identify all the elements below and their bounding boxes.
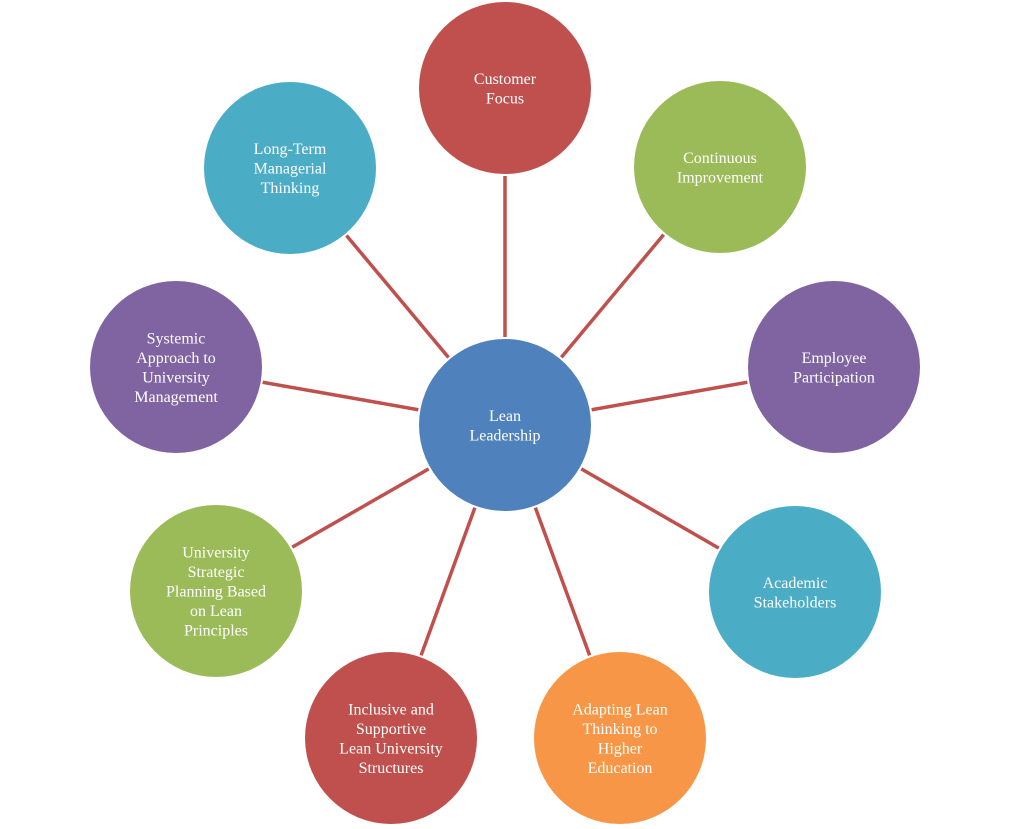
center-node-label-line: Leadership (469, 427, 540, 444)
node-academic-stakeholders-label-line: Stakeholders (754, 594, 837, 611)
node-strategic-planning-circle (130, 505, 302, 677)
node-continuous-improvement-label-line: Improvement (677, 169, 764, 186)
node-employee-participation-label-line: Employee (802, 350, 867, 367)
node-long-term-thinking-label-line: Managerial (254, 161, 327, 178)
connector-systemic-approach (262, 380, 419, 412)
node-systemic-approach-label-line: Management (134, 389, 218, 406)
node-continuous-improvement-label-line: Continuous (683, 150, 757, 167)
connector-adapting-lean-thinking (533, 506, 592, 657)
node-continuous-improvement-circle (634, 81, 806, 253)
center-node-circle (419, 339, 591, 511)
node-systemic-approach-circle (90, 281, 262, 453)
connector-academic-stakeholders (580, 467, 720, 550)
connectors (262, 176, 748, 657)
node-customer-focus-label-line: Focus (486, 90, 524, 107)
node-adapting-lean-thinking-label-line: Thinking to (582, 721, 657, 738)
connector-inclusive-supportive-structures (419, 507, 477, 656)
node-academic-stakeholders-circle (709, 506, 881, 678)
connector-continuous-improvement (559, 233, 666, 359)
node-adapting-lean-thinking-label-line: Higher (598, 740, 643, 757)
node-inclusive-supportive-structures-label-line: Structures (359, 760, 424, 777)
node-adapting-lean-thinking-circle (534, 652, 706, 824)
node-systemic-approach-label-line: Approach to (136, 350, 216, 367)
connector-long-term-thinking (345, 234, 450, 359)
node-inclusive-supportive-structures-label-line: Lean University (339, 740, 443, 757)
node-employee-participation-label-line: Participation (793, 369, 875, 386)
node-long-term-thinking-circle (204, 82, 376, 254)
node-inclusive-supportive-structures-circle (305, 652, 477, 824)
node-strategic-planning-label-line: Principles (184, 623, 248, 640)
node-long-term-thinking-label-line: Thinking (261, 180, 320, 197)
node-strategic-planning-label-line: Strategic (188, 564, 245, 581)
nodes: CustomerFocusContinuousImprovementEmploy… (90, 2, 920, 824)
node-academic-stakeholders-label-line: Academic (763, 575, 828, 592)
node-strategic-planning-label-line: Planning Based (166, 584, 266, 601)
node-customer-focus-label-line: Customer (474, 71, 537, 88)
node-strategic-planning-label-line: on Lean (190, 603, 242, 620)
node-long-term-thinking-label-line: Long-Term (254, 141, 327, 158)
node-systemic-approach-label-line: University (142, 369, 210, 386)
node-inclusive-supportive-structures-label-line: Inclusive and (348, 701, 434, 718)
node-adapting-lean-thinking-label-line: Education (588, 760, 653, 777)
connector-strategic-planning (291, 467, 430, 549)
connector-employee-participation (591, 380, 748, 412)
node-adapting-lean-thinking-label-line: Adapting Lean (572, 701, 668, 718)
center-node-label-line: Lean (489, 408, 521, 425)
node-customer-focus-circle (419, 2, 591, 174)
node-employee-participation-circle (748, 281, 920, 453)
node-strategic-planning-label-line: University (182, 545, 250, 562)
node-systemic-approach-label-line: Systemic (147, 330, 206, 347)
node-inclusive-supportive-structures-label-line: Supportive (356, 721, 426, 738)
